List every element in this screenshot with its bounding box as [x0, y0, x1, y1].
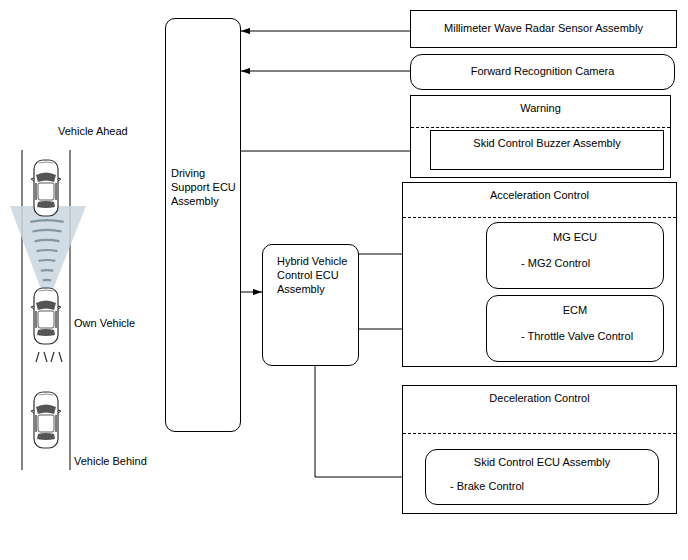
- signal-arrow: [241, 292, 262, 293]
- node-title: MG ECU: [491, 231, 659, 245]
- ecu-box: ECM - Throttle Valve Control: [486, 295, 664, 362]
- vehicle-behind-figure: [31, 392, 61, 448]
- dashed-divider: [403, 217, 676, 218]
- vehicle-label: Vehicle Behind: [74, 455, 147, 468]
- node-detail: - Brake Control: [430, 480, 654, 494]
- signal-arrow: [241, 151, 430, 152]
- group-panel: Skid Control ECU Assembly - Brake Control…: [402, 385, 677, 514]
- vehicle-label: Own Vehicle: [74, 317, 135, 330]
- signal-arrow: [241, 71, 410, 72]
- node-title: Acceleration Control: [407, 189, 672, 203]
- node-title: Millimeter Wave Radar Sensor Assembly: [444, 22, 643, 36]
- ecu-box: Driving Support ECU Assembly: [165, 18, 241, 432]
- sensor-field: [10, 206, 86, 292]
- node-title: Skid Control Buzzer Assembly: [435, 137, 659, 151]
- node-title: Driving Support ECU Assembly: [171, 167, 236, 208]
- group-panel: Skid Control Buzzer Assembly Warning: [410, 95, 671, 178]
- group-panel: MG ECU - MG2 ControlECM - Throttle Valve C…: [402, 182, 677, 367]
- sensor-box: Millimeter Wave Radar Sensor Assembly: [410, 10, 677, 48]
- ecu-box: MG ECU - MG2 Control: [486, 222, 664, 289]
- node-detail: - Throttle Valve Control: [491, 330, 659, 344]
- vehicle-label: Vehicle Ahead: [58, 125, 128, 138]
- motion-marks: [36, 352, 62, 362]
- ecu-box: Skid Control ECU Assembly - Brake Control: [425, 449, 659, 505]
- radar-waves: [30, 220, 63, 280]
- lane-line: [69, 150, 70, 470]
- dashed-divider: [403, 433, 676, 434]
- lane-line: [21, 150, 22, 470]
- signal-arrow: [241, 31, 410, 32]
- component-box: Skid Control Buzzer Assembly: [430, 130, 664, 170]
- node-title: Skid Control ECU Assembly: [430, 456, 654, 470]
- vehicle-ahead-figure: [31, 160, 61, 216]
- node-title: Warning: [415, 102, 666, 116]
- camera-box: Forward Recognition Camera: [410, 54, 675, 90]
- own-vehicle-figure: [31, 288, 61, 344]
- node-detail: - MG2 Control: [491, 257, 659, 271]
- node-title: Hybrid Vehicle Control ECU Assembly: [277, 255, 354, 296]
- node-title: Deceleration Control: [407, 392, 672, 406]
- node-title: Forward Recognition Camera: [471, 65, 615, 79]
- ecu-box: Hybrid Vehicle Control ECU Assembly: [262, 244, 359, 366]
- node-title: ECM: [491, 304, 659, 318]
- dashed-divider: [411, 127, 670, 128]
